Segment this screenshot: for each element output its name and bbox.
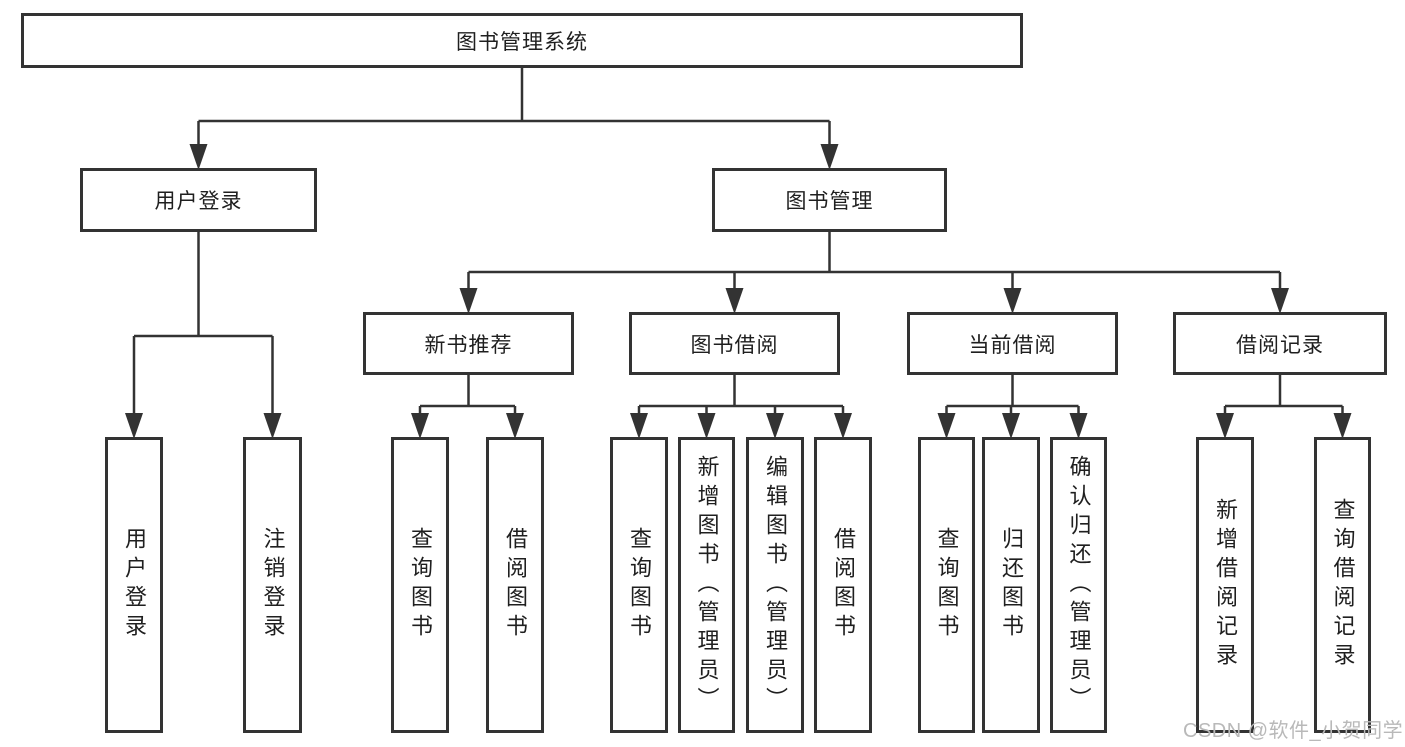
node-borrow-records: 借阅记录 xyxy=(1173,312,1387,375)
leaf-query-books-current: 查询图书 xyxy=(918,437,975,733)
leaf-edit-book-admin: 编辑图书（管理员） xyxy=(746,437,804,733)
leaf-logout: 注销登录 xyxy=(243,437,302,733)
node-book-borrow: 图书借阅 xyxy=(629,312,840,375)
node-user-login: 用户登录 xyxy=(80,168,317,232)
leaf-confirm-return-admin: 确认归还（管理员） xyxy=(1050,437,1107,733)
node-current-borrow: 当前借阅 xyxy=(907,312,1118,375)
leaf-user-login: 用户登录 xyxy=(105,437,163,733)
leaf-return-book: 归还图书 xyxy=(982,437,1040,733)
leaf-query-books-borrow: 查询图书 xyxy=(610,437,668,733)
node-book-management: 图书管理 xyxy=(712,168,947,232)
leaf-query-books-recommend: 查询图书 xyxy=(391,437,449,733)
leaf-add-borrow-record: 新增借阅记录 xyxy=(1196,437,1254,733)
csdn-watermark: CSDN @软件_小贺同学 xyxy=(1183,720,1404,742)
node-new-book-recommend: 新书推荐 xyxy=(363,312,574,375)
leaf-borrow-books: 借阅图书 xyxy=(814,437,872,733)
leaf-add-book-admin: 新增图书（管理员） xyxy=(678,437,735,733)
leaf-query-borrow-record: 查询借阅记录 xyxy=(1314,437,1371,733)
leaf-borrow-books-recommend: 借阅图书 xyxy=(486,437,544,733)
node-library-management-system: 图书管理系统 xyxy=(21,13,1023,68)
